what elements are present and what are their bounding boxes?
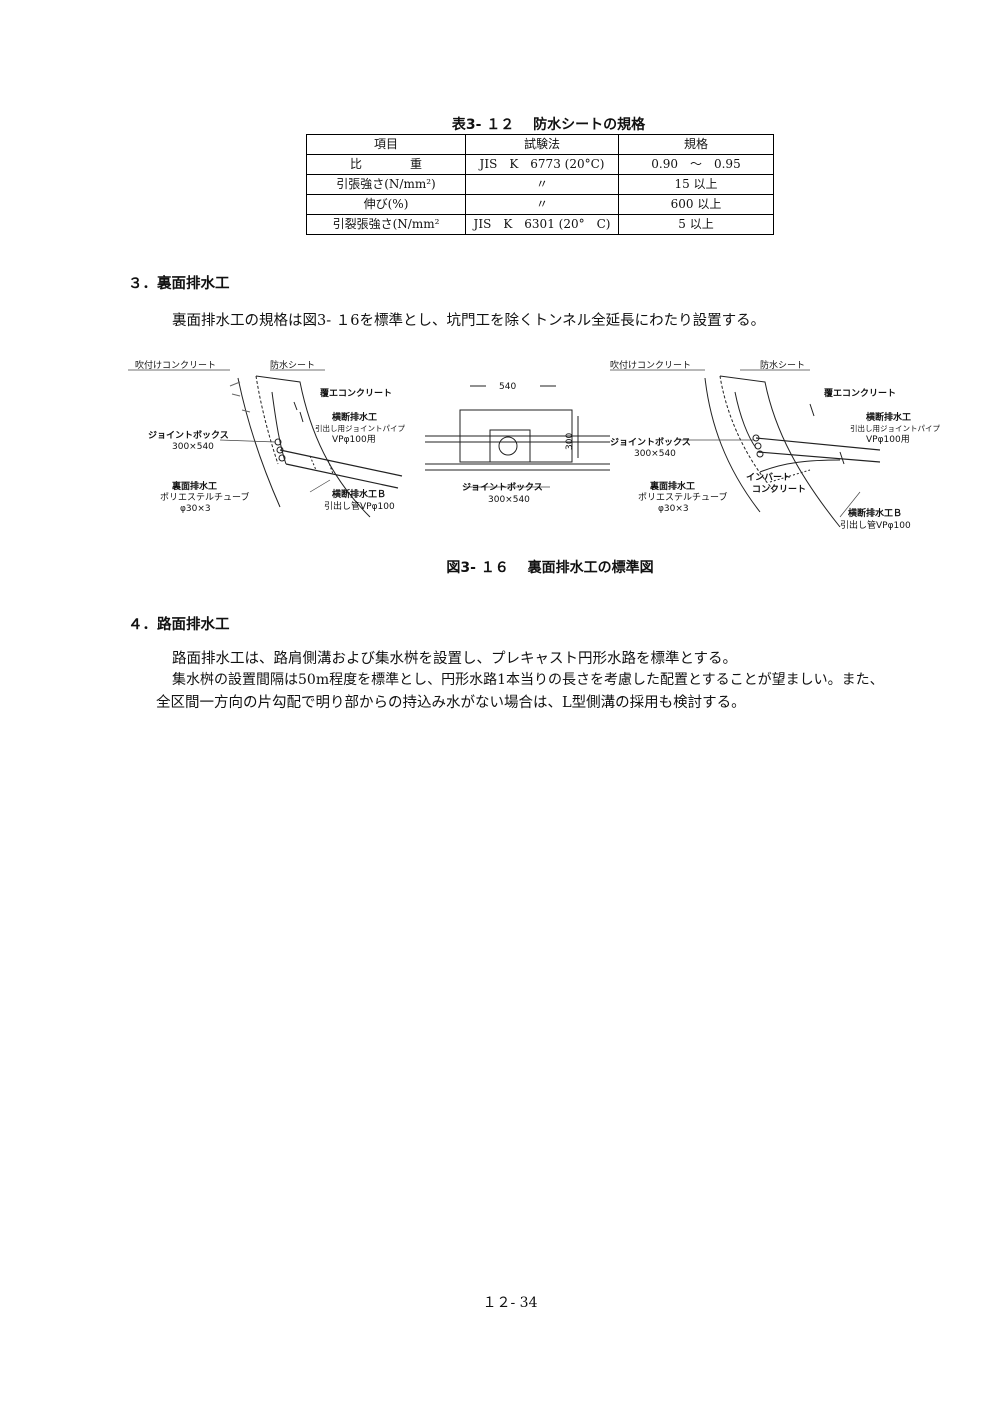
- center-diagram-labels: 540 300 ジョイントボックス 300×540: [462, 382, 575, 505]
- table-row: 引裂張強さ(N/mm² JIS K 6301 (20° C) 5 以上: [306, 214, 774, 235]
- table-header-cell: 項目: [306, 134, 466, 155]
- label-polyester-tube: ポリエステルチューブ: [638, 491, 727, 503]
- label-vp-pipe: VPφ100用: [332, 434, 376, 445]
- table-row: 伸び(%) 〃 600 以上: [306, 194, 774, 215]
- table-cell: 伸び(%): [306, 194, 466, 215]
- center-joint-box-diagram: [425, 385, 610, 471]
- label-joint-pipe: 引出し用ジョイントパイプ: [315, 423, 405, 433]
- label-lateral-drain: 横断排水工: [866, 411, 911, 423]
- label-polyester-tube: ポリエステルチューブ: [160, 491, 249, 503]
- label-joint-box-dim: 300×540: [488, 495, 530, 505]
- table-cell: 比 重: [306, 154, 466, 175]
- table-header-row: 項目 試験法 規格: [306, 134, 774, 155]
- section-3-text: 裏面排水工の規格は図3- １6を標準とし、坑門工を除くトンネル全延長にわたり設置…: [172, 313, 766, 329]
- left-section-diagram: [229, 375, 403, 518]
- section-3-heading: ３．裏面排水工: [128, 276, 230, 292]
- section-4-heading: ４．路面排水工: [128, 617, 230, 633]
- label-invert-concrete: コンクリート: [752, 484, 806, 495]
- table-cell: 0.90 ～ 0.95: [618, 154, 774, 175]
- table-cell: JIS K 6301 (20° C): [465, 214, 619, 235]
- label-tube-size: φ30×3: [180, 504, 211, 514]
- label-lining-concrete: 覆エコンクリート: [320, 387, 392, 399]
- table-cell: JIS K 6773 (20°C): [465, 154, 619, 175]
- label-lining-concrete: 覆エコンクリート: [824, 387, 896, 399]
- label-joint-pipe: 引出し用ジョイントパイプ: [850, 423, 940, 433]
- table-cell: 引張強さ(N/mm²): [306, 174, 466, 195]
- label-box-width: 540: [499, 382, 516, 392]
- table-cell: 600 以上: [618, 194, 774, 215]
- table-caption: 表3- １２ 防水シートの規格: [451, 117, 646, 133]
- table-row: 比 重 JIS K 6773 (20°C) 0.90 ～ 0.95: [306, 154, 774, 175]
- label-lateral-drain-b: 横断排水工Ｂ: [332, 488, 386, 500]
- right-diagram-labels: 吹付けコンクリート 防水シート 覆エコンクリート 横断排水工 引出し用ジョイント…: [610, 359, 940, 531]
- table-cell: 〃: [465, 194, 619, 215]
- label-lateral-drain-b: 横断排水工Ｂ: [848, 507, 902, 519]
- table-cell: 引裂張強さ(N/mm²: [306, 214, 466, 235]
- table-cell: 〃: [465, 174, 619, 195]
- table-cell: 5 以上: [618, 214, 774, 235]
- label-waterproof-sheet: 防水シート: [270, 359, 315, 371]
- label-invert: インバート: [746, 472, 791, 483]
- table-row: 引張強さ(N/mm²) 〃 15 以上: [306, 174, 774, 195]
- section-4-paragraph-2: 集水桝の設置間隔は50m程度を標準とし、円形水路1本当りの長さを考慮した配置とす…: [172, 672, 884, 688]
- label-joint-box-size: 300×540: [634, 449, 676, 459]
- label-joint-box: ジョイントボックス: [148, 429, 229, 441]
- label-waterproof-sheet: 防水シート: [760, 359, 805, 371]
- label-tube-size: φ30×3: [658, 504, 689, 514]
- label-joint-box-title: ジョイントボックス: [462, 481, 543, 493]
- left-diagram-labels: 吹付けコンクリート 防水シート 覆エコンクリート 横断排水工 引出し用ジョイント…: [135, 359, 405, 514]
- leader-lines: [128, 369, 861, 518]
- label-back-drain: 裏面排水工: [649, 480, 695, 492]
- page-number: １２- 34: [482, 1295, 538, 1311]
- spec-table: 項目 試験法 規格 比 重 JIS K 6773 (20°C) 0.90 ～ 0…: [306, 134, 774, 235]
- label-back-drain: 裏面排水工: [171, 480, 217, 492]
- right-section-diagram: [704, 375, 881, 528]
- figure-caption: 図3- １６ 裏面排水工の標準図: [446, 560, 654, 576]
- label-box-height: 300: [565, 433, 575, 450]
- label-vp-pipe: VPφ100用: [866, 434, 910, 445]
- section-4-paragraph-3: 全区間一方向の片勾配で明り部からの持込み水がない場合は、L型側溝の採用も検討する…: [156, 695, 746, 711]
- table-header-cell: 規格: [618, 134, 774, 155]
- back-drainage-figure: 吹付けコンクリート 防水シート 覆エコンクリート 横断排水工 引出し用ジョイント…: [128, 359, 940, 531]
- label-outlet-pipe: 引出し管VPφ100: [840, 519, 911, 531]
- label-shotcrete: 吹付けコンクリート: [610, 359, 691, 371]
- label-joint-box: ジョイントボックス: [610, 436, 691, 448]
- label-joint-box-size: 300×540: [172, 442, 214, 452]
- label-outlet-pipe: 引出し管VPφ100: [324, 500, 395, 512]
- label-lateral-drain: 横断排水工: [332, 411, 377, 423]
- table-cell: 15 以上: [618, 174, 774, 195]
- table-header-cell: 試験法: [465, 134, 619, 155]
- section-4-paragraph-1: 路面排水工は、路肩側溝および集水桝を設置し、プレキャスト円形水路を標準とする。: [172, 651, 738, 667]
- label-shotcrete: 吹付けコンクリート: [135, 359, 216, 371]
